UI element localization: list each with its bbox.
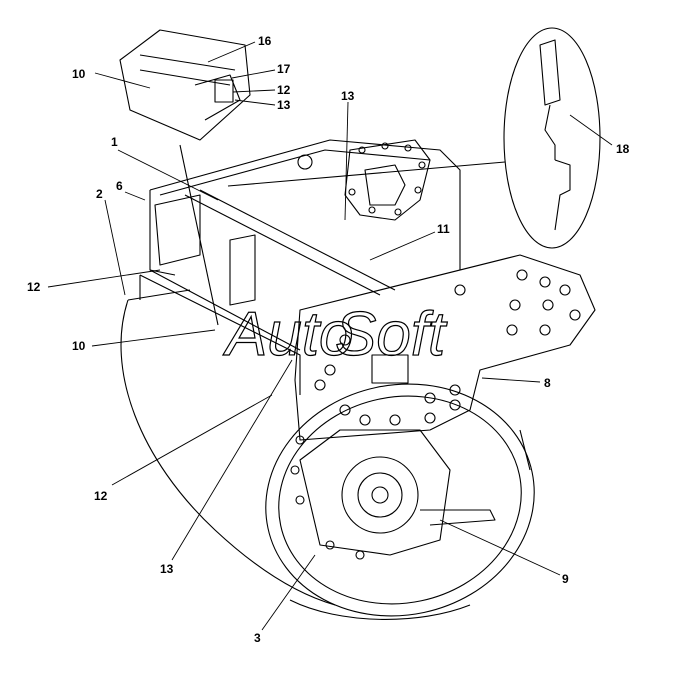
callout-16: 16 (258, 34, 272, 48)
callout-12-left: 12 (27, 280, 41, 294)
callout-13-bottom: 13 (160, 562, 174, 576)
callout-13: 13 (277, 98, 291, 112)
watermark: Auto Soft (221, 299, 448, 369)
drum (120, 289, 535, 620)
callout-10-left: 10 (72, 339, 86, 353)
detail-inset-top (119, 29, 251, 141)
callout-8: 8 (544, 376, 551, 390)
frame-beam (139, 139, 461, 395)
callout-12: 12 (277, 83, 291, 97)
callout-11: 11 (437, 222, 450, 236)
detail-oval (503, 27, 601, 249)
drive-hub (290, 429, 496, 560)
callout-9: 9 (562, 572, 569, 586)
callout-12-bottom: 12 (94, 489, 108, 503)
side-plate (294, 254, 596, 441)
callout-10: 10 (72, 67, 86, 81)
callout-18: 18 (616, 142, 630, 156)
callout-17: 17 (277, 62, 291, 76)
callout-2: 2 (96, 187, 103, 201)
callout-3: 3 (254, 631, 261, 645)
watermark-text-b: Soft (335, 300, 448, 369)
watermark-text-a: Auto (222, 300, 354, 369)
callout-leaders (47, 41, 613, 631)
callout-1: 1 (111, 135, 118, 149)
top-bracket (344, 139, 431, 221)
control-panel (154, 194, 256, 306)
callout-13-top: 13 (341, 89, 355, 103)
callout-6: 6 (116, 179, 123, 193)
callouts: 16 17 10 12 13 13 1 6 2 18 11 12 10 8 12… (27, 34, 630, 645)
